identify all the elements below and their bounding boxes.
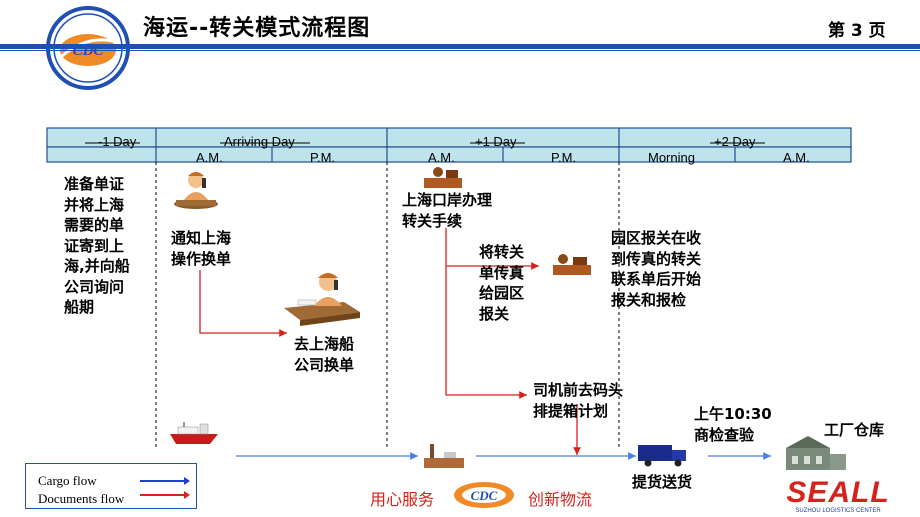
svg-text:SUZHOU LOGISTICS CENTER: SUZHOU LOGISTICS CENTER bbox=[795, 508, 881, 514]
period-header-3: A.M. bbox=[428, 150, 455, 165]
step-delivery: 提货送货 bbox=[632, 473, 693, 491]
step-warehouse: 工厂仓库 bbox=[824, 421, 885, 439]
day-header-plus2: +2 Day bbox=[714, 134, 756, 149]
footer-logo: CDC bbox=[454, 482, 514, 508]
step-driver-plan: 司机前去码头排提箱计划 bbox=[533, 381, 624, 420]
period-header-5: Morning bbox=[648, 150, 695, 165]
step-shipping-company: 去上海船公司换单 bbox=[294, 335, 355, 374]
period-header-1: A.M. bbox=[196, 150, 223, 165]
page-number: 第 3 页 bbox=[828, 21, 886, 41]
step-fax-transfer: 将转关单传真 给园区报关 bbox=[479, 243, 525, 323]
legend-cargo-label: Cargo flow bbox=[38, 473, 97, 488]
port-factory-icon bbox=[424, 444, 464, 468]
cargo-ship-icon bbox=[170, 422, 218, 444]
delivery-truck-icon bbox=[638, 445, 686, 467]
step-park-customs: 园区报关在收到传真的转关 联系单后开始报关和报检 bbox=[611, 229, 702, 309]
page-title: 海运--转关模式流程图 bbox=[143, 16, 371, 41]
legend-documents-label: Documents flow bbox=[38, 491, 125, 506]
step-prepare-docs: 准备单证并将上海 需要的单证寄到上 海,并向船公司询问 船期 bbox=[64, 175, 130, 316]
footer-slogan-right: 创新物流 bbox=[528, 490, 593, 509]
operator-on-phone-icon bbox=[174, 172, 218, 209]
svg-text:CDC: CDC bbox=[471, 488, 498, 503]
legend-arrows bbox=[140, 477, 190, 499]
day-header-plus1: +1 Day bbox=[475, 134, 517, 149]
customs-office-icon bbox=[424, 167, 462, 188]
title-rule-thin bbox=[0, 50, 920, 51]
title-rule bbox=[0, 44, 920, 49]
footer-slogan-left: 用心服务 bbox=[370, 490, 435, 509]
day-header-minus1: -1 Day bbox=[98, 134, 137, 149]
day-header-arriving: Arriving Day bbox=[224, 134, 295, 149]
step-notify-shanghai: 通知上海操作换单 bbox=[171, 229, 232, 268]
park-customs-office-icon bbox=[553, 254, 591, 275]
period-header-2: P.M. bbox=[310, 150, 336, 165]
seall-brand-logo: SEALL SUZHOU LOGISTICS CENTER bbox=[786, 476, 889, 514]
office-desk-phone-icon bbox=[284, 273, 360, 326]
legend-box bbox=[25, 463, 197, 509]
factory-warehouse-icon bbox=[786, 436, 846, 470]
period-header-4: P.M. bbox=[551, 150, 577, 165]
step-port-customs: 上海口岸办理转关手续 bbox=[402, 191, 493, 230]
period-header-6: A.M. bbox=[783, 150, 810, 165]
svg-text:SEALL: SEALL bbox=[786, 476, 889, 509]
